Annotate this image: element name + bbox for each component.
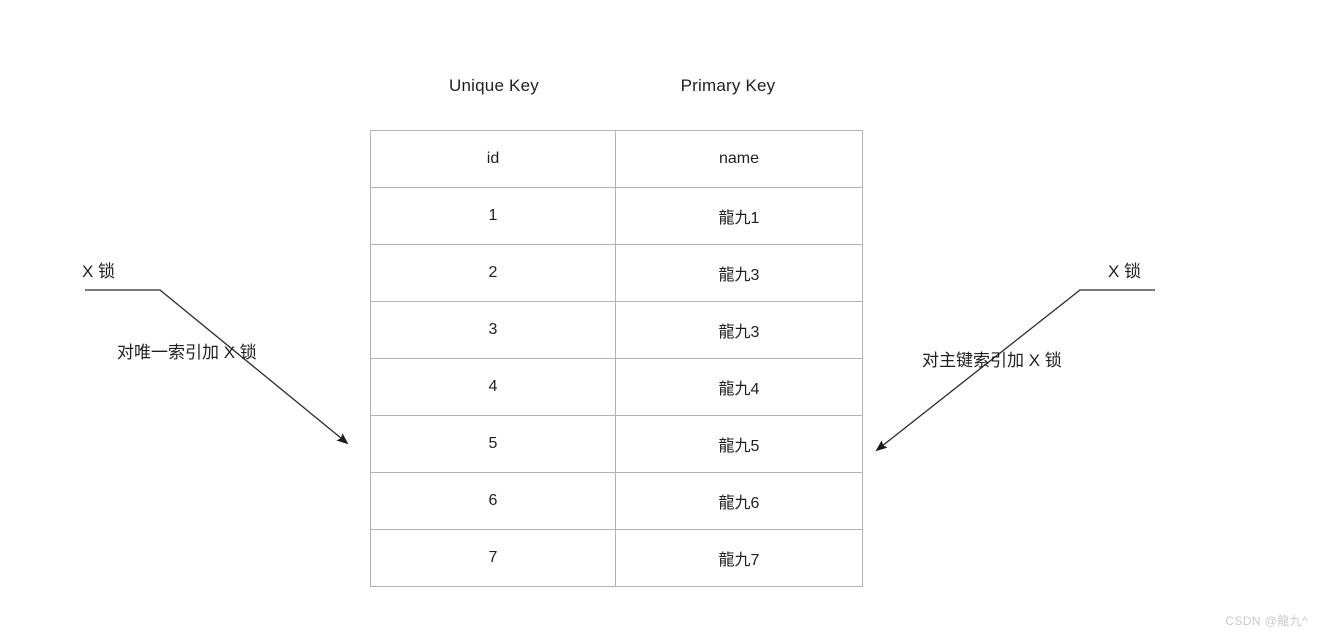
left-lock-label: X 锁 <box>82 262 116 281</box>
left-note-text: 对唯一索引加 X 锁 <box>117 343 257 362</box>
cell-id: 6 <box>370 472 616 530</box>
cell-name: 龍九1 <box>615 187 863 245</box>
table-row: 4 龍九4 <box>370 358 863 416</box>
cell-name: 龍九6 <box>615 472 863 530</box>
cell-name: 龍九5 <box>615 415 863 473</box>
table-row: 7 龍九7 <box>370 529 863 587</box>
table-row: 5 龍九5 <box>370 415 863 473</box>
cell-name: 龍九3 <box>615 301 863 359</box>
table-row: 6 龍九6 <box>370 472 863 530</box>
right-lock-label: X 锁 <box>1108 262 1142 281</box>
column-header-name: name <box>615 130 863 188</box>
table-header-row: id name <box>370 130 863 188</box>
table-row: 2 龍九3 <box>370 244 863 302</box>
cell-name: 龍九7 <box>615 529 863 587</box>
table-row: 1 龍九1 <box>370 187 863 245</box>
unique-key-caption: Unique Key <box>449 76 539 95</box>
cell-name: 龍九4 <box>615 358 863 416</box>
primary-key-caption: Primary Key <box>680 76 776 95</box>
left-leader-arrow <box>85 289 349 445</box>
cell-id: 2 <box>370 244 616 302</box>
cell-id: 4 <box>370 358 616 416</box>
table-row: 3 龍九3 <box>370 301 863 359</box>
cell-id: 7 <box>370 529 616 587</box>
cell-name: 龍九3 <box>615 244 863 302</box>
column-header-id: id <box>370 130 616 188</box>
right-note-text: 对主键索引加 X 锁 <box>922 351 1062 370</box>
cell-id: 1 <box>370 187 616 245</box>
index-table: id name 1 龍九1 2 龍九3 3 龍九3 4 龍九4 5 龍九5 <box>370 130 863 587</box>
cell-id: 3 <box>370 301 616 359</box>
cell-id: 5 <box>370 415 616 473</box>
watermark: CSDN @龍九^ <box>1225 614 1308 628</box>
